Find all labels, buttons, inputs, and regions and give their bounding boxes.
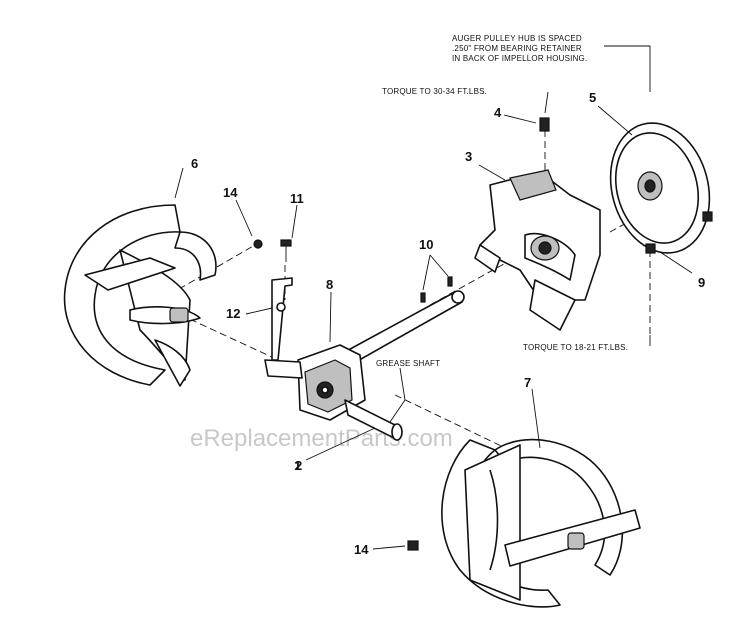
callout-14-lower: 14 xyxy=(354,542,369,557)
auger-left xyxy=(63,204,217,387)
leader-lines xyxy=(174,45,693,550)
callout-11: 11 xyxy=(290,191,304,206)
auger-right xyxy=(441,438,641,608)
torque-bolt-note: TORQUE TO 30-34 FT.LBS. xyxy=(382,87,487,96)
callout-2: 2 xyxy=(295,458,302,473)
pulley-hub-note: AUGER PULLEY HUB IS SPACED .250" FROM BE… xyxy=(452,34,587,63)
fasteners xyxy=(407,117,713,551)
torque-nut-note: TORQUE TO 18-21 FT.LBS. xyxy=(523,343,628,352)
pulley-hub-note-line-3: IN BACK OF IMPELLOR HOUSING. xyxy=(452,54,587,63)
callout-3: 3 xyxy=(465,149,472,164)
gearbox xyxy=(264,344,403,441)
callout-14-upper: 14 xyxy=(223,185,238,200)
pulley-hub-note-line-2: .250" FROM BEARING RETAINER xyxy=(452,44,582,53)
pulley xyxy=(609,122,711,254)
impeller xyxy=(474,169,601,331)
callout-5: 5 xyxy=(589,90,596,105)
watermark: eReplacementParts.com xyxy=(190,425,453,452)
pins xyxy=(420,276,453,303)
callout-1: 1 xyxy=(294,458,301,473)
callout-4: 4 xyxy=(494,105,502,120)
pulley-hub-note-line-1: AUGER PULLEY HUB IS SPACED xyxy=(452,34,582,43)
callout-9: 9 xyxy=(698,275,705,290)
callout-6: 6 xyxy=(191,156,198,171)
callout-10: 10 xyxy=(419,237,433,252)
rod-and-pins xyxy=(253,239,293,361)
callout-8: 8 xyxy=(326,277,333,292)
grease-shaft-note: GREASE SHAFT xyxy=(376,359,440,368)
callout-12: 12 xyxy=(226,306,240,321)
callout-7: 7 xyxy=(524,375,531,390)
